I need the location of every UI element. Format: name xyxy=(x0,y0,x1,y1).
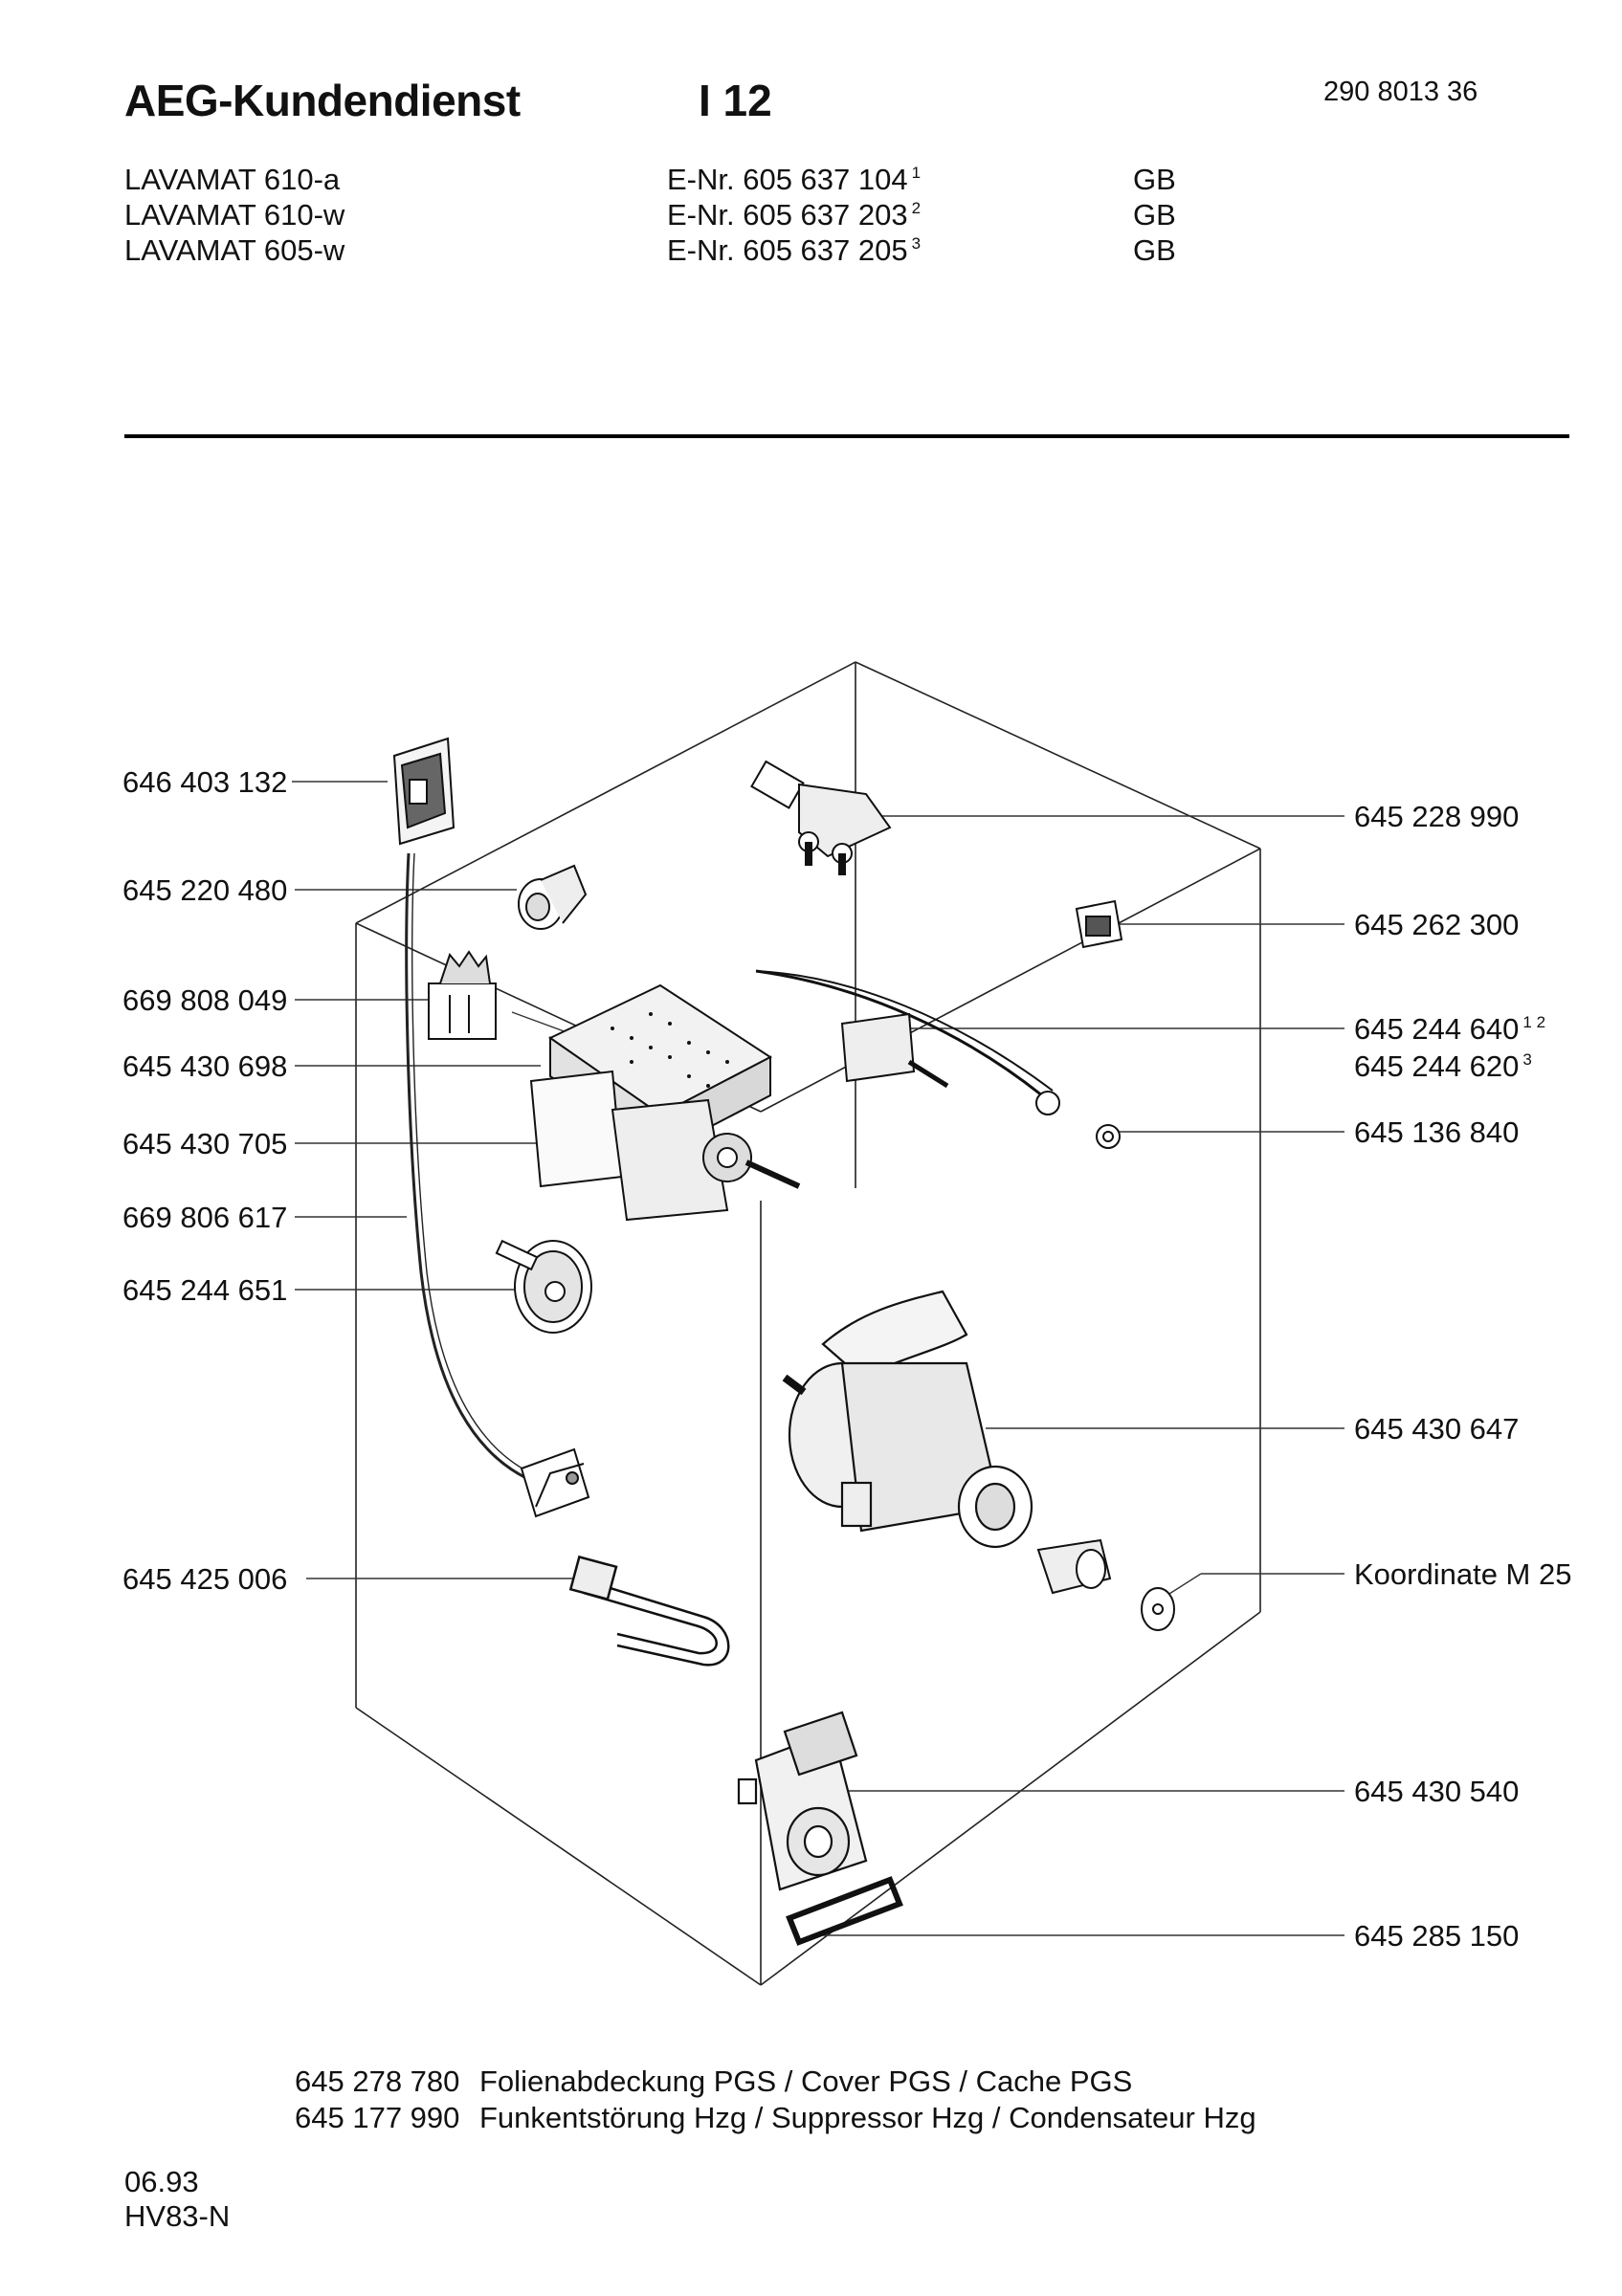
mains-plug-part xyxy=(520,1447,590,1518)
water-valve-part xyxy=(750,760,892,875)
model-name: LAVAMAT 610-a xyxy=(124,163,341,196)
mains-cable xyxy=(405,852,527,1480)
relay-part xyxy=(428,950,497,1040)
footnote-text: Folienabdeckung PGS / Cover PGS / Cache … xyxy=(479,2064,1133,2098)
leader-lines-left xyxy=(292,781,661,1579)
part-label: 646 403 132 xyxy=(122,765,288,799)
part-label: 645 430 540 xyxy=(1354,1775,1520,1808)
footnote-number: 645 177 990 xyxy=(295,2101,460,2134)
part-label: 645 136 840 xyxy=(1354,1115,1520,1149)
part-label: 669 806 617 xyxy=(122,1201,288,1234)
selector-dial-part xyxy=(495,1239,592,1334)
part-label: 645 430 705 xyxy=(122,1127,288,1160)
brand-title: AEG-Kundendienst xyxy=(124,76,521,125)
document-number: 290 8013 36 xyxy=(1323,77,1478,107)
footnote-row: 645 278 780 Folienabdeckung PGS / Cover P… xyxy=(295,2064,1132,2099)
footnote-text: Funkentstörung Hzg / Suppressor Hzg / Co… xyxy=(479,2101,1256,2134)
part-label: Koordinate M 25 xyxy=(1354,1557,1572,1591)
part-label: 645 220 480 xyxy=(122,873,288,907)
timer-motor-part xyxy=(737,1711,868,1891)
footnote-row: 645 177 990 Funkentstörung Hzg / Suppress… xyxy=(295,2101,1256,2135)
grommet-part xyxy=(1096,1124,1121,1149)
cap-part xyxy=(518,864,588,930)
issue-date: 06.93 xyxy=(124,2165,199,2198)
coupling-part xyxy=(1036,1538,1175,1631)
drain-pump-part xyxy=(782,1290,1033,1549)
small-switch-part xyxy=(1075,899,1123,949)
model-name: LAVAMAT 605-w xyxy=(124,233,345,267)
footnote-number: 645 278 780 xyxy=(295,2064,460,2098)
part-label: 645 425 006 xyxy=(122,1562,288,1596)
sheet-code: I 12 xyxy=(699,76,772,125)
part-label: 669 808 049 xyxy=(122,983,288,1017)
part-label: 645 262 300 xyxy=(1354,908,1520,941)
model-country: GB xyxy=(1133,233,1176,267)
part-label: 645 430 647 xyxy=(1354,1412,1520,1446)
part-label: 645 244 651 xyxy=(122,1273,288,1307)
model-name: LAVAMAT 610-w xyxy=(124,198,345,232)
revision-code: HV83-N xyxy=(124,2199,231,2233)
control-module-part xyxy=(529,983,801,1222)
part-label: 645 285 150 xyxy=(1354,1919,1520,1953)
gasket-part xyxy=(786,1876,903,1946)
part-label: 645 228 990 xyxy=(1354,800,1520,833)
thermostat-part xyxy=(755,969,1060,1115)
model-country: GB xyxy=(1133,163,1176,196)
model-country: GB xyxy=(1133,198,1176,232)
part-label: 645 430 698 xyxy=(122,1049,288,1083)
door-interlock-part xyxy=(392,737,455,846)
leader-lines-right xyxy=(823,815,1344,1936)
heating-element-part xyxy=(568,1555,730,1667)
